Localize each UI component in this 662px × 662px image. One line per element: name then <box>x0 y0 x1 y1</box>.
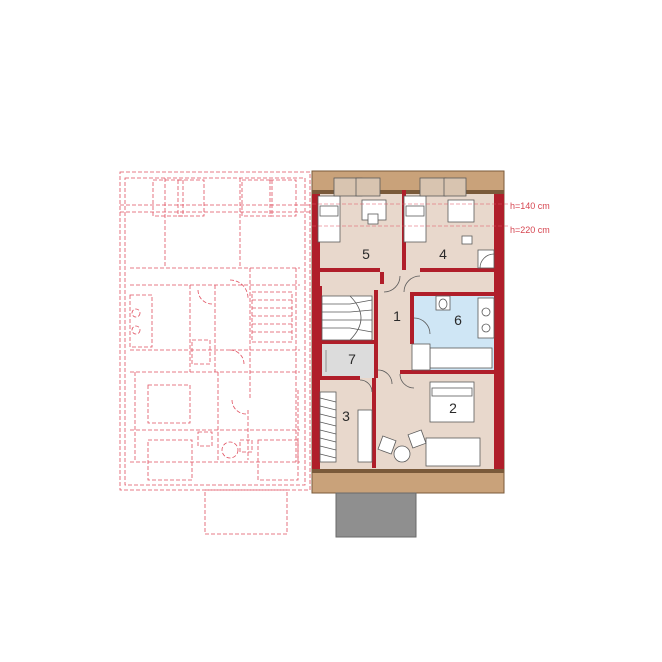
room-label-6: 6 <box>454 312 462 328</box>
height-note-140: h=140 cm <box>510 201 550 211</box>
hall-door-swings <box>359 275 421 393</box>
bathroom-fixtures <box>411 295 495 371</box>
room-label-4: 4 <box>439 246 447 262</box>
height-note-220: h=220 cm <box>510 225 550 235</box>
staircase <box>321 295 373 341</box>
mirrored-house-outline <box>119 171 311 535</box>
furniture-room-4 <box>403 177 495 269</box>
height-notes: h=140 cm h=220 cm <box>312 201 550 235</box>
room-label-5: 5 <box>362 246 370 262</box>
furniture-room-2 <box>377 381 481 467</box>
room-label-7: 7 <box>348 351 356 367</box>
room-label-3: 3 <box>342 408 350 424</box>
room-labels: 5 4 1 6 7 3 2 <box>342 246 462 424</box>
exterior-walls <box>312 190 504 473</box>
furniture-room-5 <box>317 177 387 243</box>
balcony <box>335 492 417 538</box>
storage-floor <box>322 344 374 378</box>
room-label-1: 1 <box>393 308 401 324</box>
room-label-2: 2 <box>449 400 457 416</box>
wardrobe-room-3 <box>319 391 373 463</box>
